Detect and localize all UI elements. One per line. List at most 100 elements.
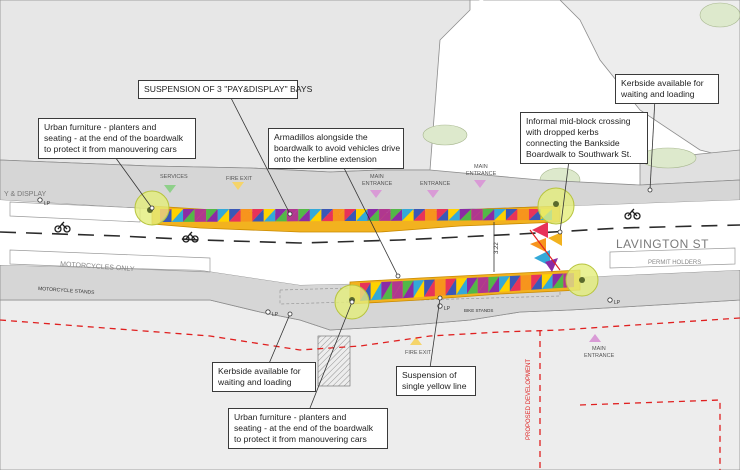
boardwalk-tile [344,209,356,222]
crossing-tiles [529,222,562,272]
leader-lines [109,95,656,409]
boardwalk-tile [413,209,426,221]
boardwalk-tile [424,279,435,297]
leader-pay-display [229,95,291,215]
boardwalk-tile [321,209,333,222]
bicycle-icon [624,208,641,220]
boardwalk-tile [505,209,518,221]
callout-line: boardwalk to avoid vehicles drive [274,143,401,153]
callout-line: to protect it from manouvering cars [234,434,367,444]
callout-urban-furniture-bottom: Urban furniture - planters and seating -… [228,408,388,449]
boardwalk-tile [370,282,382,301]
leader-dot [647,187,653,193]
callout-line: Suspension of [402,370,457,380]
callout-armadillos: Armadillos alongside the boardwalk to av… [268,128,404,169]
motorcycle-stands-label: MOTORCYCLE STANDS [38,286,95,296]
callout-line: Kerbside available for [218,366,301,376]
boardwalk-tile [263,209,276,222]
lamp-posts [37,197,613,315]
pay-display-road-label: Y & DISPLAY [4,191,46,198]
street-name-label: LAVINGTON ST [616,237,709,251]
boardwalk-tile [298,209,310,222]
boardwalk-tile [229,209,241,222]
callout-line: Urban furniture - planters and [44,122,157,132]
callout-urban-furniture-top: Urban furniture - planters and seating -… [38,118,196,159]
callout-line: with dropped kerbs [526,127,599,137]
callout-line: to protect it from manouvering cars [44,144,177,154]
main-entrance-1-label-b: ENTRANCE [362,181,393,187]
main-entrance-bottom-label-b: ENTRANCE [584,353,615,359]
callout-line: single yellow line [402,381,467,391]
boardwalk-tile [488,276,500,293]
boardwalk-tile [517,209,529,221]
crossing-tile-2 [530,238,546,252]
bicycle-icon [182,231,199,243]
planter-icon [553,201,559,207]
boardwalk-tile [171,209,184,222]
callout-line: SUSPENSION OF 3 "PAY&DISPLAY" BAYS [144,84,313,94]
leader-informal [559,151,571,233]
boardwalk-tile [425,209,437,221]
callout-line: Armadillos alongside the [274,132,368,142]
crossing-tile-5 [545,258,558,272]
bay-motorcycles [9,249,211,273]
boardwalk-tile [499,276,510,292]
boardwalk-tile [309,209,322,222]
boardwalk-tile [332,209,345,222]
fire-exit-bottom-label: FIRE EXIT [405,350,432,356]
boardwalk-tile [436,209,449,221]
green-area-3 [639,147,697,169]
leader-armadillos [339,159,399,277]
leader-dot [557,229,563,235]
boardwalk-tile [471,209,483,221]
boardwalk-tile [434,279,446,297]
boardwalk-tile [183,209,195,222]
boardwalk-tile [477,277,489,294]
callout-line: seating - at the end of the boardwalk [44,133,184,143]
boardwalk-tile [445,278,457,296]
boardwalk-tile [459,209,472,221]
boardwalk-tile [402,280,414,299]
callout-line: seating - at the end of the boardwalk [234,423,374,433]
boardwalk-tile [541,274,553,290]
boardwalk-tile [390,209,403,221]
boardwalk-tile [252,209,264,222]
leader-urban-top [109,149,153,209]
leader-dot [287,311,293,317]
boardwalk-tile [381,281,393,300]
callout-pay-display: SUSPENSION OF 3 "PAY&DISPLAY" BAYS [138,80,313,99]
callout-yellow-line: Suspension of single yellow line [396,366,476,396]
services-label: SERVICES [160,174,188,180]
boardwalk-tile [477,277,489,294]
lamp-post-icon [265,309,271,315]
leader-dot [437,295,443,301]
road-centre-line [0,224,740,244]
callout-line: onto the kerbline extension [274,154,377,164]
dev-line-east [579,399,721,470]
bike-stands-label: BIKE STANDS [464,308,493,313]
crossing-line [529,229,561,271]
boardwalk-tile [424,279,435,297]
boardwalk-tile [275,209,287,222]
proposed-development-boundary [0,317,740,470]
boardwalk-tile [541,274,553,290]
boardwalk-tile [434,279,446,297]
lamp-post-icon [37,197,43,203]
triangle-marker-icon [589,334,601,342]
boardwalk-tile [505,209,518,221]
boardwalk-tile [381,281,393,300]
boardwalk-tile [206,209,218,222]
boardwalk-tile [520,275,532,291]
main-entrance-bottom-label-a: MAIN [592,346,606,352]
crossing-tile-4 [548,232,562,246]
callout-line: waiting and loading [621,89,695,99]
boardwalk-tile [531,274,542,290]
boardwalk-tile [217,209,230,222]
boardwalk-tile [298,209,310,222]
boardwalk-tile [471,209,483,221]
boardwalk-tile [390,209,403,221]
boardwalk-tile [240,209,253,222]
callout-line: waiting and loading [218,377,292,387]
boardwalk-tile [379,209,391,221]
green-area-1 [422,124,468,146]
